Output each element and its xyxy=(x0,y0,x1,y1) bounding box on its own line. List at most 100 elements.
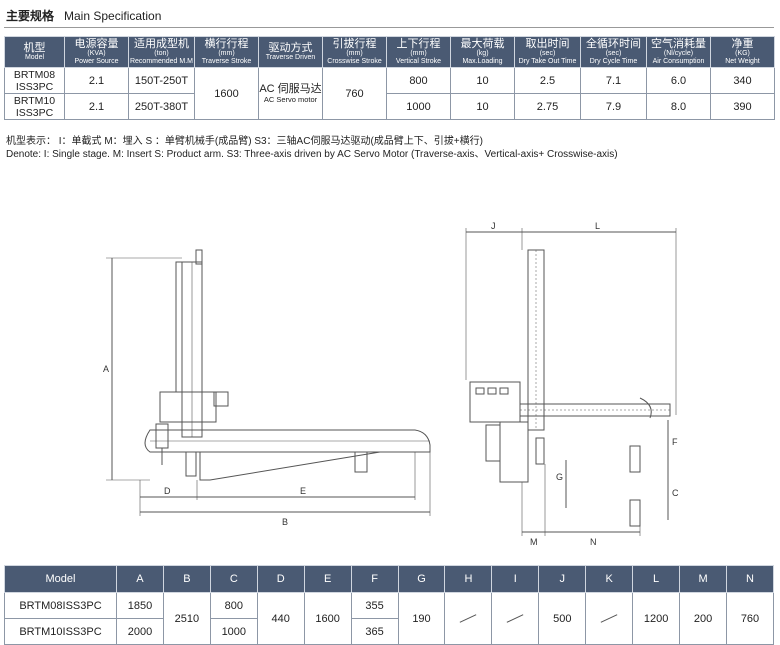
dim-cell-j: 500 xyxy=(538,592,587,645)
label-f: F xyxy=(672,437,678,447)
dim-header-cell: G xyxy=(397,565,446,593)
spec-cell-weight: 340 xyxy=(710,67,775,94)
label-n: N xyxy=(590,537,597,547)
spec-header-cell: 最大荷载(kg) Max.Loading xyxy=(450,36,515,68)
dim-header-cell: A xyxy=(116,565,164,593)
dim-cell-f: 355 xyxy=(350,592,399,619)
spec-cell-weight: 390 xyxy=(710,93,775,120)
denote-cn: 机型表示： I：单截式 M：埋入 S ：单臂机械手(成品臂) S3：三轴AC伺服… xyxy=(6,136,483,147)
spec-header-cell: 净重(KG) Net Weight xyxy=(710,36,775,68)
gripper-mid xyxy=(185,451,197,477)
spec-cell-model: BRTM10 ISS3PC xyxy=(4,93,65,120)
label-g: G xyxy=(556,472,563,482)
dim-header-cell: C xyxy=(209,565,258,593)
dim-row: BRTM08ISS3PC 1850 2510 800 440 1600 355 … xyxy=(4,592,775,645)
spec-cell-crosswise: 760 xyxy=(322,67,387,120)
spec-row: BRTM08 ISS3PC 2.1 150T-250T 1600 AC 伺服马达… xyxy=(4,67,775,120)
gripper-left xyxy=(155,423,169,449)
spec-row: BRTM10 ISS3PC 2.1 250T-380T 1000 10 2.75… xyxy=(4,93,775,120)
not-applicable-mark xyxy=(460,614,477,623)
label-c: C xyxy=(672,488,679,498)
spec-cell-loading: 10 xyxy=(450,93,515,120)
spec-header-cell: 空气消耗量(Nl/cycle) Air Consumption xyxy=(646,36,711,68)
spec-cell-mm: 250T-380T xyxy=(128,93,195,120)
dim-cell-d: 440 xyxy=(256,592,305,645)
spec-header-cell: 横行行程(mm) Traverse Stroke xyxy=(194,36,259,68)
gripper-bottom-position xyxy=(629,499,641,527)
arm-guide xyxy=(175,261,183,393)
dim-cell-a: 1850 xyxy=(116,592,164,619)
dim-cell-model: BRTM08ISS3PC xyxy=(4,592,117,619)
spec-cell-cycle: 7.9 xyxy=(580,93,647,120)
arm-head-side xyxy=(213,391,229,407)
gripper-right xyxy=(354,451,368,473)
dim-cell-b: 2510 xyxy=(162,592,211,645)
dim-header-row: Model A B C D E F G H I J K L M N xyxy=(4,565,775,593)
dimension-table: Model A B C D E F G H I J K L M N BRTM08… xyxy=(4,565,775,645)
dim-cell-n: 760 xyxy=(725,592,775,645)
dim-cell-i xyxy=(491,592,540,645)
dim-cell-f: 365 xyxy=(350,618,399,645)
spec-cell-air: 8.0 xyxy=(646,93,711,120)
dim-cell-m: 200 xyxy=(679,592,727,645)
dim-cell-e: 1600 xyxy=(303,592,352,645)
dim-row: BRTM10ISS3PC 2000 1000 365 xyxy=(4,618,774,645)
dim-header-cell: F xyxy=(350,565,399,593)
vent-2 xyxy=(487,387,497,395)
vent-3 xyxy=(499,387,509,395)
label-j: J xyxy=(491,221,496,231)
spec-header-cell: 上下行程(mm) Vertical Stroke xyxy=(386,36,451,68)
spec-header-cell: 电源容量(KVA) Power Source xyxy=(64,36,129,68)
arm-top-cap xyxy=(195,249,203,265)
dim-cell-k xyxy=(585,592,634,645)
section-title-cn: 主要规格 xyxy=(6,9,55,23)
spec-cell-cycle: 7.1 xyxy=(580,67,647,94)
not-applicable-mark xyxy=(506,614,524,623)
not-applicable-mark xyxy=(600,614,618,623)
spec-cell-power: 2.1 xyxy=(64,93,129,120)
label-m: M xyxy=(530,537,538,547)
spec-cell-mm: 150T-250T xyxy=(128,67,195,94)
spec-cell-model: BRTM08 ISS3PC xyxy=(4,67,65,94)
spec-cell-loading: 10 xyxy=(450,67,515,94)
servo-motor-box xyxy=(469,381,521,423)
section-title: 主要规格 Main Specification xyxy=(6,7,161,24)
dim-header-cell: Model xyxy=(4,565,117,593)
dim-cell-g: 190 xyxy=(397,592,446,645)
dim-cell-l: 1200 xyxy=(632,592,681,645)
vent-1 xyxy=(475,387,485,395)
dim-header-cell: K xyxy=(585,565,634,593)
dim-header-cell: E xyxy=(303,565,352,593)
label-a: A xyxy=(103,364,109,374)
gripper-down xyxy=(535,437,545,465)
spec-header-cell: 全循环时间(sec) Dry Cycle Time xyxy=(580,36,647,68)
traverse-beam xyxy=(144,429,431,453)
label-l: L xyxy=(595,221,600,231)
gripper-top-position xyxy=(629,445,641,473)
dim-header-cell: L xyxy=(632,565,681,593)
frame-taper xyxy=(199,451,381,481)
base-block xyxy=(499,421,529,483)
label-b: B xyxy=(282,517,288,527)
spec-driven-en: AC Servo motor xyxy=(263,95,318,104)
dim-header-cell: D xyxy=(256,565,305,593)
dim-header-cell: N xyxy=(725,565,775,593)
dim-header-cell: B xyxy=(162,565,211,593)
spec-cell-power: 2.1 xyxy=(64,67,129,94)
spec-header-cell: 适用成型机(ton) Recommended M.M xyxy=(128,36,195,68)
dim-header-cell: I xyxy=(491,565,540,593)
dim-cell-model: BRTM10ISS3PC xyxy=(4,618,117,645)
spec-driven-cn: AC 伺服马达 xyxy=(259,83,322,95)
title-divider xyxy=(4,27,774,28)
gripper-pack xyxy=(485,424,501,462)
dim-header-cell: M xyxy=(679,565,727,593)
spec-header-cell: 取出时间(sec) Dry Take Out Time xyxy=(514,36,581,68)
label-d: D xyxy=(164,486,171,496)
dim-cell-c: 800 xyxy=(209,592,258,619)
spec-cell-air: 6.0 xyxy=(646,67,711,94)
